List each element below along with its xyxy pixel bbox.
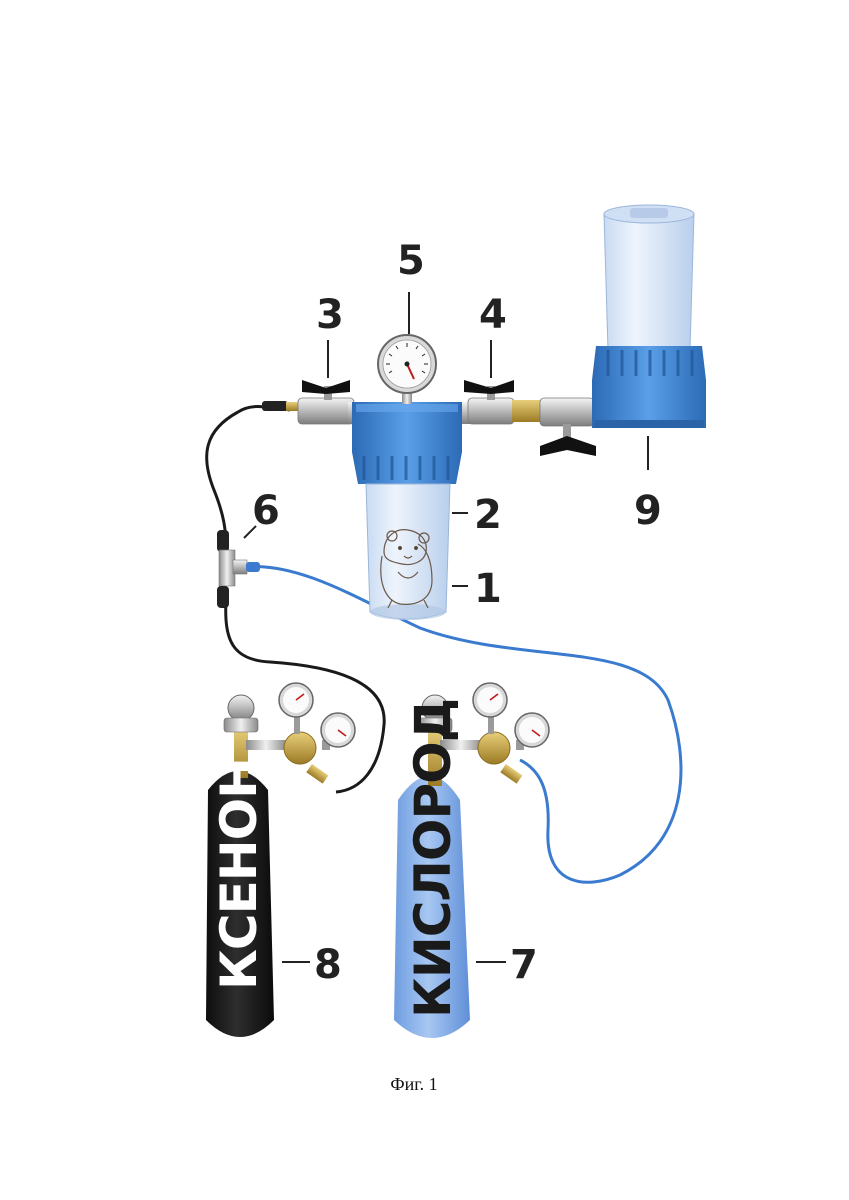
xenon-tank-label: КСЕНОН xyxy=(210,758,268,990)
label-4: 4 xyxy=(479,292,507,338)
oxygen-gauge-left xyxy=(472,682,508,734)
chamber-housing-2 xyxy=(348,402,470,620)
leader-lines xyxy=(243,292,649,963)
figure-caption: Фиг. 1 xyxy=(390,1074,437,1094)
xenon-tank-8 xyxy=(206,694,329,1037)
valve-lower xyxy=(522,397,596,456)
valve-3 xyxy=(297,380,355,425)
valve-4 xyxy=(464,380,522,425)
xenon-gauge-right xyxy=(320,712,356,750)
oxygen-gauge-right xyxy=(514,712,550,750)
hose-connector-top xyxy=(262,401,298,411)
label-8: 8 xyxy=(314,942,342,988)
pressure-gauge-5 xyxy=(377,334,437,404)
label-2: 2 xyxy=(474,492,502,538)
label-6: 6 xyxy=(252,488,280,534)
oxygen-tank-7 xyxy=(394,694,523,1038)
blue-hose xyxy=(245,565,683,884)
label-1: 1 xyxy=(474,566,502,612)
label-7: 7 xyxy=(510,942,538,988)
hamster-sketch xyxy=(380,529,433,609)
filter-9 xyxy=(592,204,706,428)
black-hose-lower xyxy=(224,599,386,794)
black-hose-upper xyxy=(205,405,291,549)
label-5: 5 xyxy=(397,238,425,284)
label-3: 3 xyxy=(316,292,344,338)
label-9: 9 xyxy=(634,488,662,534)
xenon-gauge-left xyxy=(278,682,314,734)
tee-connector xyxy=(217,530,260,608)
oxygen-tank-label: КИСЛОРОД xyxy=(404,699,462,1018)
